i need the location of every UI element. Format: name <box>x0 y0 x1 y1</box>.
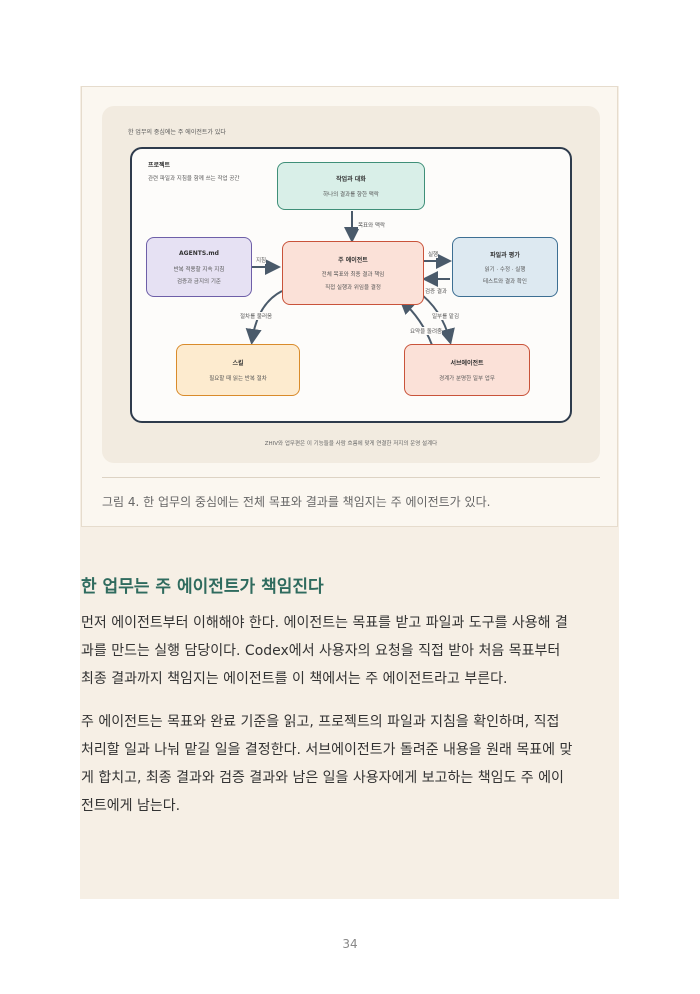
paragraph-line: 처리할 일과 나눠 맡길 일을 결정한다. 서브에이전트가 돌려준 내용을 원래… <box>81 742 573 758</box>
paragraph-line: 과를 만드는 실행 담당이다. Codex에서 사용자의 요청을 직접 받아 처… <box>81 643 561 659</box>
figure-divider <box>102 477 600 478</box>
node-subagent: 서브에이전트 경계가 분명한 일부 업무 <box>404 344 530 396</box>
node-file-eval: 파일과 평가 읽기 · 수정 · 실행 테스트와 결과 확인 <box>452 237 558 297</box>
node-main-agent: 주 에이전트 전체 목표와 최종 결과 책임 직접 실행과 위임을 결정 <box>282 241 424 305</box>
edge-label-execute: 실행 <box>428 250 439 258</box>
paragraph-line: 게 합치고, 최종 결과와 검증 결과와 남은 일을 사용자에게 보고하는 책임… <box>81 770 564 786</box>
page-number: 34 <box>342 937 358 951</box>
edge-label-instruction: 지침 <box>256 256 267 264</box>
diagram-panel: 한 업무의 중심에는 주 에이전트가 있다 프로젝트 관련 파일과 지침을 함께… <box>102 106 600 463</box>
node-task: 작업과 대화 하나의 결과를 향한 맥락 <box>277 162 425 210</box>
section-heading: 한 업무는 주 에이전트가 책임진다 <box>81 577 324 597</box>
paragraph-line: 최종 결과까지 책임지는 에이전트를 이 책에서는 주 에이전트라고 부른다. <box>81 671 508 687</box>
edge-label-load-procedure: 절차를 불러옴 <box>240 312 273 320</box>
edge-label-return-summary: 요약을 돌려줌 <box>410 327 443 335</box>
diagram-caption: ZHIV와 업무편은 이 기능들을 사람 흐름에 맞게 연결한 저지의 운영 설… <box>264 441 438 447</box>
project-desc: 관련 파일과 지침을 함께 쓰는 작업 공간 <box>148 176 240 182</box>
paragraph-1: 먼저 에이전트부터 이해해야 한다. 에이전트는 목표를 받고 파일과 도구를 … <box>81 609 613 693</box>
edge-label-verify-result: 검증 결과 <box>425 287 447 295</box>
edge-label-receive-part: 일부를 맡김 <box>432 312 460 320</box>
diagram-title: 한 업무의 중심에는 주 에이전트가 있다 <box>128 129 226 136</box>
figure-caption: 그림 4. 한 업무의 중심에는 전체 목표와 결과를 책임지는 주 에이전트가… <box>102 495 491 509</box>
edge-label-goal-context: 목표와 맥락 <box>358 221 386 229</box>
arrow-subagent-to-main <box>399 298 433 346</box>
paragraph-2: 주 에이전트는 목표와 완료 기준을 읽고, 프로젝트의 파일과 지침을 확인하… <box>81 708 613 820</box>
paragraph-line: 주 에이전트는 목표와 완료 기준을 읽고, 프로젝트의 파일과 지침을 확인하… <box>81 714 560 730</box>
project-label: 프로젝트 <box>148 162 171 169</box>
diagram-canvas: 프로젝트 관련 파일과 지침을 함께 쓰는 작업 공간 작업과 대화 하나의 <box>130 147 572 423</box>
paragraph-line: 먼저 에이전트부터 이해해야 한다. 에이전트는 목표를 받고 파일과 도구를 … <box>81 615 568 631</box>
arrow-main-to-skill <box>245 290 283 345</box>
node-skill: 스킬 필요할 때 읽는 반복 절차 <box>176 344 300 396</box>
node-agents-md: AGENTS.md 반복 적용할 지속 지침 검증과 금지의 기준 <box>146 237 252 297</box>
paragraph-line: 전트에게 남는다. <box>81 798 181 814</box>
figure-box: 한 업무의 중심에는 주 에이전트가 있다 프로젝트 관련 파일과 지침을 함께… <box>81 86 618 527</box>
